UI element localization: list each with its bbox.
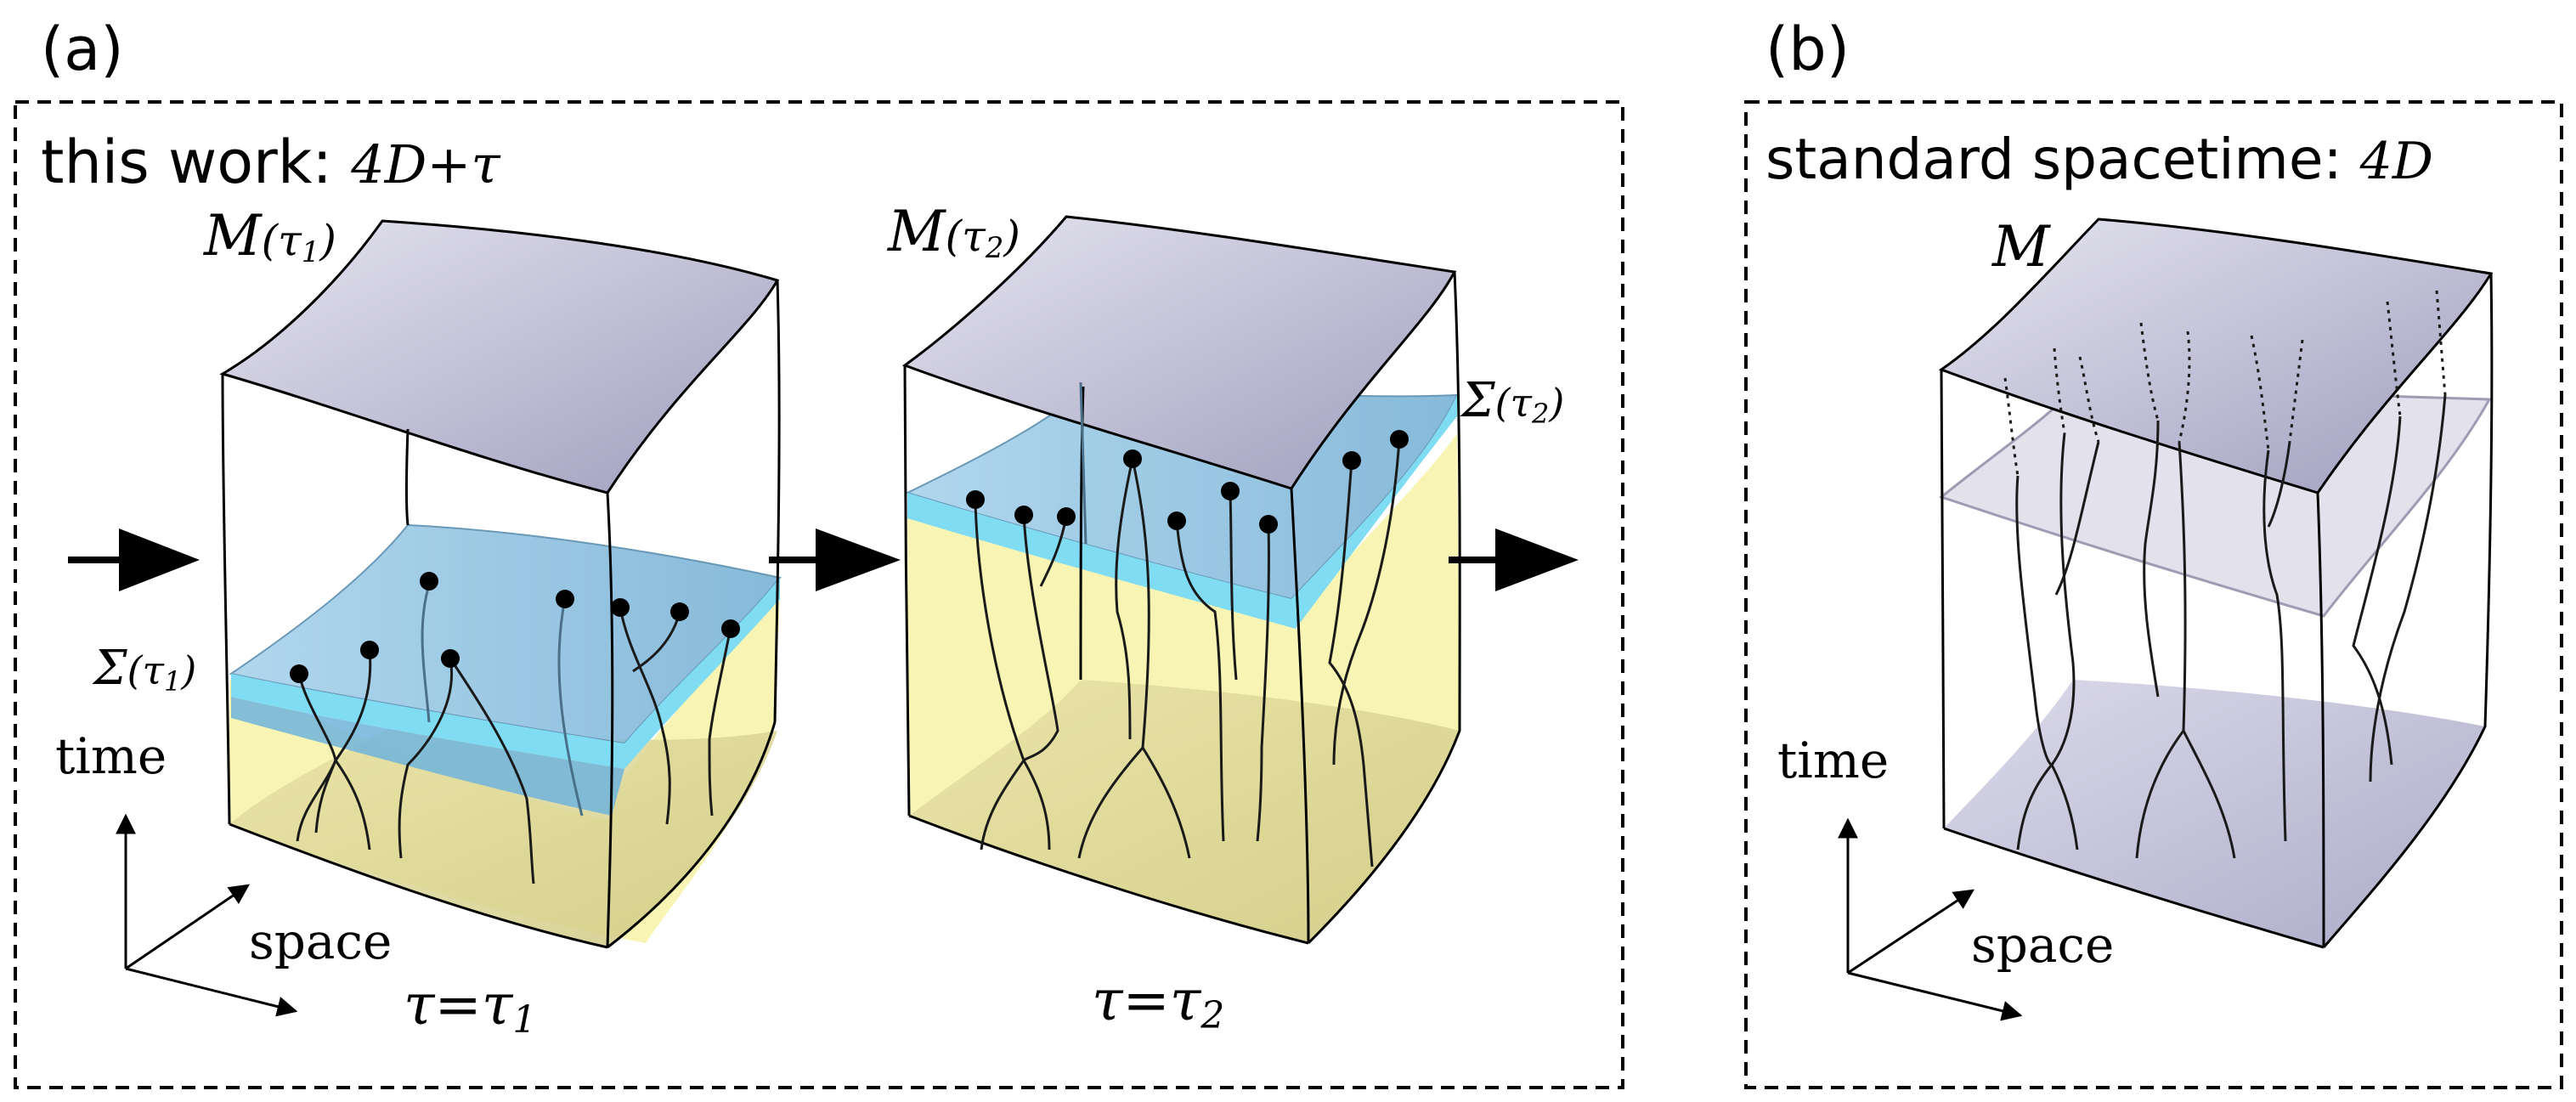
box2-sigma-close: ) bbox=[1548, 380, 1564, 426]
boxb-edges bbox=[1940, 273, 2494, 949]
box2-sigma-sub: 2 bbox=[1531, 398, 1549, 430]
box1-edges bbox=[221, 280, 781, 949]
panel-a-frame bbox=[14, 100, 1624, 1089]
axis-a-time: time bbox=[55, 727, 167, 785]
box2-sigma-letter: Σ bbox=[1460, 373, 1495, 428]
axis-b-time: time bbox=[1777, 732, 1889, 789]
flow-arrow-left bbox=[68, 528, 200, 591]
box2-tau-eq: τ=τ bbox=[1092, 968, 1202, 1033]
box2-m-label: M(τ2) bbox=[887, 199, 1020, 265]
box1-sigma-sub: 1 bbox=[164, 665, 181, 698]
panel-b: (b) standard spacetime: 4D bbox=[1744, 14, 2563, 1089]
box1-m-letter: M bbox=[203, 203, 263, 268]
box2-particles bbox=[966, 430, 1409, 534]
tau-flow-arrows bbox=[68, 528, 1579, 591]
flow-arrow-middle bbox=[769, 528, 901, 591]
boxb-worldlines bbox=[2015, 394, 2447, 859]
box1-blue-shade bbox=[231, 697, 624, 816]
box1-sigma-close: ) bbox=[180, 647, 196, 693]
box1-m-close: ) bbox=[319, 216, 336, 265]
axes-b bbox=[1838, 817, 2023, 1021]
panel-a: (a) this work: 4D+τ bbox=[14, 14, 1624, 1089]
box1-tau-label: τ=τ1 bbox=[404, 972, 536, 1042]
box2-cyan-band bbox=[907, 395, 1457, 629]
box1-sigma-label: Σ(τ1) bbox=[92, 641, 196, 698]
flow-arrow-right bbox=[1449, 528, 1579, 591]
spacetime-box-b: M bbox=[1938, 214, 2494, 949]
panel-b-title-math: 4D bbox=[2359, 132, 2433, 191]
box1-tau-eq: τ=τ bbox=[404, 972, 514, 1037]
spacetime-box-2: M(τ2) Σ(τ2) τ=τ2 bbox=[887, 199, 1564, 1037]
box1-particles bbox=[290, 572, 740, 683]
box1-sigma-arg: (τ bbox=[127, 647, 166, 693]
box1-m-arg: (τ bbox=[262, 216, 303, 265]
box1-m-sub: 1 bbox=[302, 235, 320, 269]
box2-m-close: ) bbox=[1003, 212, 1020, 261]
box1-worldlines bbox=[296, 584, 732, 884]
spacetime-box-1: M(τ1) Σ(τ1) τ=τ1 bbox=[92, 203, 782, 1042]
box2-sigma-label: Σ(τ2) bbox=[1460, 373, 1564, 430]
panel-a-label: (a) bbox=[41, 14, 124, 84]
panel-a-title: this work: 4D+τ bbox=[41, 127, 501, 197]
box1-cyan-band bbox=[231, 578, 780, 769]
box2-worldlines bbox=[974, 381, 1401, 867]
panel-b-label: (b) bbox=[1765, 14, 1850, 84]
box2-m-arg: (τ bbox=[946, 212, 987, 261]
box2-edges bbox=[903, 271, 1461, 945]
boxb-m-label: M bbox=[1991, 214, 2051, 280]
box2-tau-sub: 2 bbox=[1200, 994, 1224, 1037]
axes-a bbox=[116, 813, 298, 1017]
boxb-dotted-worldlines bbox=[2003, 290, 2447, 477]
panel-b-title-prefix: standard spacetime: bbox=[1765, 127, 2360, 192]
box2-sigma-arg: (τ bbox=[1495, 380, 1534, 426]
box1-tau-sub: 1 bbox=[512, 998, 536, 1042]
panel-b-title: standard spacetime: 4D bbox=[1765, 127, 2433, 192]
axis-a-space: space bbox=[249, 913, 392, 970]
panel-a-title-math: 4D+τ bbox=[350, 133, 501, 195]
box1-bottom-face bbox=[229, 718, 777, 947]
box2-m-sub: 2 bbox=[985, 231, 1004, 265]
box2-m-letter: M bbox=[887, 199, 946, 264]
box1-sigma-letter: Σ bbox=[92, 641, 127, 696]
box1-m-label: M(τ1) bbox=[203, 203, 336, 269]
axis-b-space: space bbox=[1971, 916, 2114, 974]
boxb-bottom-face bbox=[1944, 680, 2485, 947]
panel-a-title-prefix: this work: bbox=[41, 127, 351, 197]
panel-b-frame bbox=[1744, 100, 2563, 1089]
box2-tau-label: τ=τ2 bbox=[1092, 968, 1224, 1037]
